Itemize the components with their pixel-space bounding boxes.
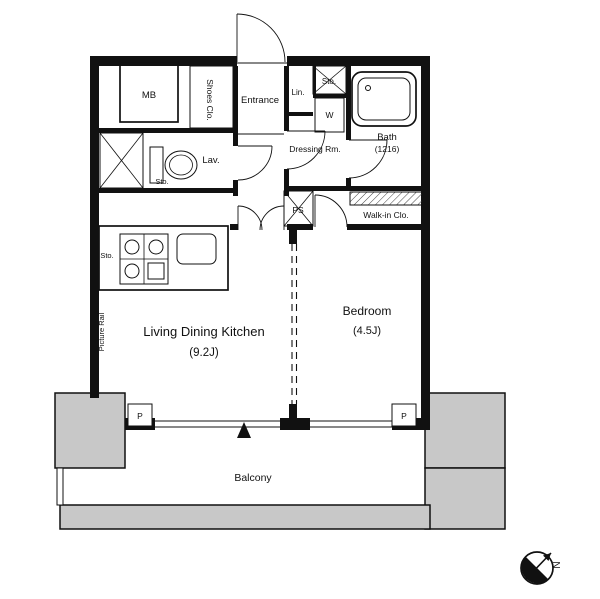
balcony-left-wall [56,467,64,506]
washer-space [314,97,345,133]
sink-icon [176,233,217,265]
doors [236,13,388,231]
pillar-left-block [54,392,126,469]
label-bath: Bath [377,132,397,143]
label-pillar-right: P [401,411,407,421]
north-arrow-icon [520,551,554,585]
shoes-closet-box [189,65,234,129]
label-entrance: Entrance [241,95,279,106]
label-pillar-left: P [137,411,143,421]
label-dressing-room: Dressing Rm. [289,144,340,154]
dressing-room-door-arc [286,130,326,170]
label-storage-top: Sto. [322,77,336,86]
bathtub-icon [351,71,417,127]
pillar-right-block [424,392,506,469]
label-mb: MB [142,90,156,101]
kitchen-counter [98,225,229,291]
sliding-partition [291,244,298,404]
pillar-left-marker-box [127,403,153,427]
label-compass-north: N [550,561,561,568]
room-labels: MB Shoes Clo. Entrance Lin. Sto. W Bath … [97,77,561,569]
label-bedroom-size: (4.5J) [353,325,381,337]
pipe-space-box [283,190,314,227]
label-bath-size: (1216) [375,144,400,154]
bath-door-arc [348,139,388,179]
hall-double-door-arcs [237,205,285,231]
label-ldk: Living Dining Kitchen [143,324,264,339]
label-picture-rail: Picture Rail [97,313,106,352]
meter-box [119,61,179,123]
label-storage-lav: Sto. [155,177,168,186]
balcony-access-triangle [237,422,251,438]
label-washer: W [325,110,333,120]
lavatory-door-arc [237,145,273,181]
label-shoes-closet: Shoes Clo. [205,79,215,121]
label-storage-kitchen: Sto. [100,251,113,260]
balcony-windows [155,420,392,428]
stove-icon [119,233,169,285]
toilet-icon [149,146,198,184]
label-linen: Lin. [292,88,305,97]
label-lavatory: Lav. [202,155,219,166]
storage-hatch-box-left [99,132,144,189]
pillar-right-marker-box [391,403,417,427]
balcony-right-wall [424,467,506,530]
balcony-front-wall [59,504,431,530]
walkin-closet-door-arc [314,194,348,228]
balcony-structure [54,392,506,530]
label-pipe-space: PS [292,205,304,215]
walkin-hanger-strip [349,191,423,206]
label-balcony: Balcony [234,472,272,484]
label-walk-in-closet: Walk-in Clo. [363,210,409,220]
storage-hatch-box-top [312,65,347,95]
label-bedroom: Bedroom [343,304,392,318]
label-ldk-size: (9.2J) [189,347,219,359]
walls [90,56,430,430]
entrance-door-arc [236,13,287,64]
fixtures [98,61,423,438]
